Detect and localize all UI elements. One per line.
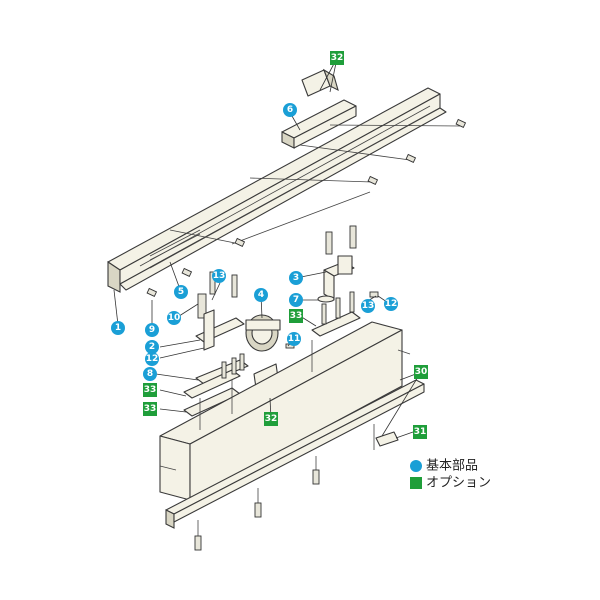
angle-rail-part-30 (165, 379, 425, 529)
wing-nut-part-31 (375, 431, 399, 447)
callout-3-badge (289, 271, 303, 285)
long-rail (107, 87, 447, 293)
base-bolts (194, 469, 320, 551)
callout-4: 4 (254, 288, 268, 302)
callout-13b: 13 (361, 299, 375, 313)
callout-33a-badge (289, 309, 303, 323)
callout-32b: 32 (264, 412, 278, 426)
clamp-bracket-part-2 (195, 309, 245, 351)
callout-12a-badge (384, 297, 398, 311)
callout-4-label: 4 (258, 290, 264, 300)
callout-33a-label: 33 (290, 311, 303, 321)
callout-13b-label: 13 (362, 301, 375, 311)
callout-8-badge (143, 367, 157, 381)
callout-2: 2 (145, 340, 159, 354)
callout-7: 7 (289, 293, 303, 307)
callout-12b-label: 12 (146, 354, 159, 364)
callout-30: 30 (414, 365, 428, 379)
callout-33b-label: 33 (144, 385, 157, 395)
callout-9-badge (145, 323, 159, 337)
callout-1: 1 (111, 321, 125, 335)
callout-5: 5 (174, 285, 188, 299)
callout-12a: 12 (384, 297, 398, 311)
callout-13b-badge (361, 299, 375, 313)
callout-10-badge (167, 311, 181, 325)
callout-11-badge (287, 332, 301, 346)
callout-13a: 13 (212, 269, 226, 283)
callout-6-label: 6 (287, 105, 293, 115)
callout-12b-badge (145, 352, 159, 366)
callout-33c: 33 (143, 402, 157, 416)
legend-basic-label: 基本部品 (426, 459, 478, 474)
callout-32b-badge (264, 412, 278, 426)
callout-2-label: 2 (149, 342, 155, 352)
callout-33c-badge (143, 402, 157, 416)
callout-1-badge (111, 321, 125, 335)
callout-33a: 33 (289, 309, 303, 323)
callout-6-badge (283, 103, 297, 117)
callout-1-label: 1 (115, 323, 121, 333)
callout-33c-label: 33 (144, 404, 157, 414)
callout-11: 11 (287, 332, 301, 346)
callout-8-label: 8 (147, 369, 153, 379)
callout-30-badge (414, 365, 428, 379)
callout-2-badge (145, 340, 159, 354)
callout-8: 8 (143, 367, 157, 381)
callout-32b-label: 32 (265, 414, 278, 424)
callout-6: 6 (283, 103, 297, 117)
callout-7-badge (289, 293, 303, 307)
base-beam (159, 321, 411, 501)
callout-13a-label: 13 (213, 271, 226, 281)
legend-option-label: オプション (426, 476, 491, 491)
callout-4-badge (254, 288, 268, 302)
motor-unit-part-4 (245, 314, 281, 352)
callout-9: 9 (145, 323, 159, 337)
callout-31: 31 (413, 425, 427, 439)
washer-part-7 (317, 295, 335, 303)
rail-screw-guides (169, 124, 461, 245)
callout-12b: 12 (145, 352, 159, 366)
callout-10: 10 (167, 311, 181, 325)
callout-33b: 33 (143, 383, 157, 397)
callout-33b-badge (143, 383, 157, 397)
callout-3: 3 (289, 271, 303, 285)
callout-9-label: 9 (149, 325, 155, 335)
callout-12a-label: 12 (385, 299, 398, 309)
callout-32a-label: 32 (331, 53, 344, 63)
callout-5-badge (174, 285, 188, 299)
legend-option-swatch (410, 477, 422, 489)
legend-basic-swatch (410, 460, 422, 472)
callout-32a-badge (330, 51, 344, 65)
callout-10-label: 10 (168, 313, 181, 323)
callout-7-label: 7 (293, 295, 299, 305)
short-rail-part-6 (281, 99, 357, 149)
callout-30-label: 30 (415, 367, 428, 377)
callout-3-label: 3 (293, 273, 299, 283)
callout-5-label: 5 (178, 287, 184, 297)
bracket-part-32-top (301, 68, 339, 97)
callout-32a: 32 (330, 51, 344, 65)
callout-31-badge (413, 425, 427, 439)
callout-13a-badge (212, 269, 226, 283)
legend: 基本部品 オプション (410, 459, 491, 491)
callout-31-label: 31 (414, 427, 427, 437)
vertical-bolts-right (321, 225, 379, 325)
bracket-part-3 (323, 255, 355, 301)
callout-11-label: 11 (288, 334, 301, 344)
vertical-bolts-left (197, 271, 238, 319)
rail-screws (146, 118, 467, 298)
